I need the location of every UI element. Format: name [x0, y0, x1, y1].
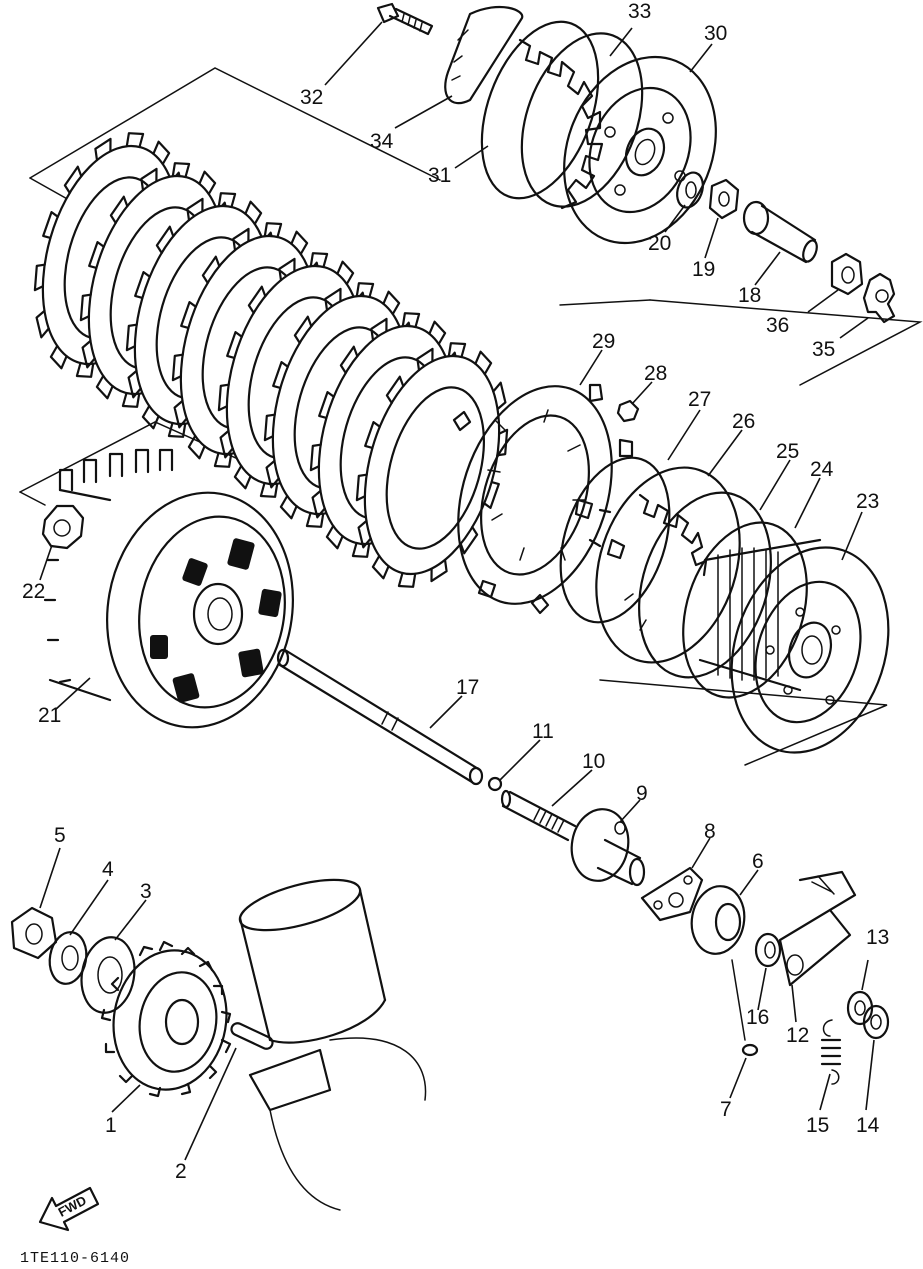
callout-4: 4: [102, 858, 114, 881]
callout-5: 5: [54, 824, 66, 847]
part-2-key: [230, 1022, 274, 1050]
part-23-boss-plate: [730, 546, 890, 754]
part-25-ring: [638, 491, 772, 679]
part-31-plate: [480, 20, 604, 210]
part-5-nut: [10, 906, 58, 960]
part-21-clutch-housing: [43, 448, 294, 729]
part-16-bearing: [754, 932, 782, 968]
callout-21: 21: [38, 704, 61, 727]
callout-2: 2: [175, 1160, 187, 1183]
part-12-push-lever: [778, 870, 857, 987]
part-7-pin: [731, 959, 759, 1057]
callout-25: 25: [776, 440, 799, 463]
callout-10: 10: [582, 750, 605, 773]
callout-34: 34: [370, 130, 394, 153]
part-22-circlip: [41, 504, 85, 550]
callout-9: 9: [636, 782, 648, 805]
callout-1: 1: [105, 1114, 117, 1137]
callout-32: 32: [300, 86, 323, 109]
callout-19: 19: [692, 258, 715, 281]
crankshaft-piston-sketch: [238, 878, 427, 1211]
part-6-oil-seal: [690, 885, 746, 955]
callout-27: 27: [688, 388, 711, 411]
part-19-nut: [708, 178, 740, 220]
part-30-pressure-plate: [563, 55, 717, 245]
part-14-circlip: [862, 1004, 890, 1040]
part-29-friction-plate: [452, 383, 634, 615]
callout-23: 23: [856, 490, 879, 513]
part-33-ring: [520, 32, 644, 208]
part-1-primary-drive-gear: [100, 940, 232, 1098]
callout-22: 22: [22, 580, 45, 603]
part-32-bolt: [376, 2, 434, 36]
part-27-circlip: [559, 456, 671, 624]
callout-29: 29: [592, 330, 615, 353]
callout-30: 30: [704, 22, 727, 45]
callout-35: 35: [812, 338, 835, 361]
part-9-push-lever-shaft: [570, 808, 646, 887]
callout-31: 31: [428, 164, 451, 187]
callout-12: 12: [786, 1024, 809, 1047]
part-34-seal-plate: [444, 5, 524, 105]
part-35-lock-washer: [862, 272, 896, 324]
callout-7: 7: [720, 1098, 732, 1121]
part-36-nut: [830, 252, 864, 296]
callout-18: 18: [738, 284, 761, 307]
drawing-code: 1TE110-6140: [20, 1250, 130, 1267]
part-4-lock-washer: [48, 931, 88, 985]
callout-20: 20: [648, 232, 671, 255]
callout-17: 17: [456, 676, 479, 699]
callout-33: 33: [628, 0, 651, 23]
part-17-push-rod: [276, 648, 484, 786]
part-13-washer: [846, 990, 874, 1026]
callout-6: 6: [752, 850, 764, 873]
callout-16: 16: [746, 1006, 769, 1029]
part-11-ball: [487, 776, 503, 792]
callout-14: 14: [856, 1114, 880, 1137]
upper-group-outline: [29, 67, 923, 386]
callout-24: 24: [810, 458, 834, 481]
part-10-push-rod: [500, 789, 577, 842]
callout-15: 15: [806, 1114, 829, 1137]
fwd-label: FWD: [56, 1193, 89, 1220]
clutch-plate: [355, 342, 509, 588]
leader-lines: [39, 21, 875, 1161]
part-26-plate: [595, 466, 741, 664]
part-8-plate: [640, 866, 704, 922]
callout-3: 3: [140, 880, 152, 903]
part-3-spacer: [80, 936, 136, 1014]
callout-11: 11: [532, 720, 554, 743]
callout-numbers: 1 2 3 4 5 6 7 8 9 10 11 12 13 14 15 16 1…: [22, 0, 889, 1183]
part-20-washer: [676, 171, 704, 209]
part-15-spring: [820, 1019, 842, 1085]
part-18-push-piece: [742, 200, 818, 264]
part-28-bolt: [616, 399, 640, 423]
fwd-arrow-icon: FWD: [38, 1186, 100, 1232]
callout-13: 13: [866, 926, 889, 949]
callout-36: 36: [766, 314, 789, 337]
clutch-plate-stack: [33, 132, 509, 588]
callout-26: 26: [732, 410, 755, 433]
callout-8: 8: [704, 820, 716, 843]
callout-28: 28: [644, 362, 667, 385]
